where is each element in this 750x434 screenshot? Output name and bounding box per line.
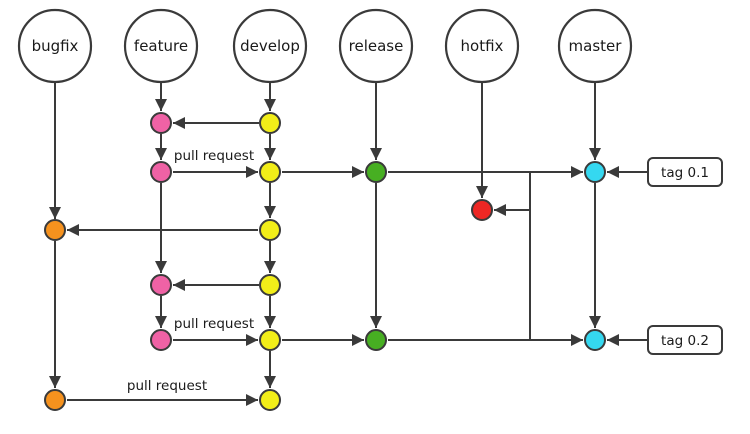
pull-request-label: pull request — [174, 316, 254, 332]
pull-request-label: pull request — [174, 148, 254, 164]
tag-box-rect — [647, 325, 723, 355]
branch-label: hotfix — [461, 37, 504, 55]
branch-circle — [557, 8, 633, 84]
commit-dot-bugfix — [44, 219, 66, 241]
branch-circle — [17, 8, 93, 84]
tag-label: tag 0.1 — [661, 165, 709, 181]
branch-node-bugfix: bugfix — [17, 8, 93, 84]
commit-dot-develop — [259, 219, 281, 241]
branch-circle — [123, 8, 199, 84]
commit-dot-develop — [259, 161, 281, 183]
branch-node-hotfix: hotfix — [444, 8, 520, 84]
branch-label: master — [569, 37, 623, 55]
commit-dot-master — [584, 329, 606, 351]
commit-dot-master — [584, 161, 606, 183]
commit-dot-develop — [259, 329, 281, 351]
commit-dot-feature — [150, 112, 172, 134]
commit-dot-develop — [259, 112, 281, 134]
branch-label: bugfix — [32, 37, 79, 55]
commit-dot-hotfix — [471, 199, 493, 221]
branch-circle — [444, 8, 520, 84]
branch-label: release — [349, 37, 404, 55]
commit-dot-feature — [150, 329, 172, 351]
commit-dot-develop — [259, 389, 281, 411]
tag-label: tag 0.2 — [661, 333, 709, 349]
branch-circle — [232, 8, 308, 84]
commit-dot-feature — [150, 161, 172, 183]
tag-box-rect — [647, 157, 723, 187]
commit-dot-release — [365, 161, 387, 183]
commit-dot-bugfix — [44, 389, 66, 411]
branch-node-master: master — [557, 8, 633, 84]
branch-node-release: release — [338, 8, 414, 84]
branch-circle — [338, 8, 414, 84]
tag-box-0-2: tag 0.2 — [647, 325, 723, 355]
commit-dot-develop — [259, 274, 281, 296]
commit-dot-release — [365, 329, 387, 351]
commit-dot-feature — [150, 274, 172, 296]
tag-box-0-1: tag 0.1 — [647, 157, 723, 187]
branch-node-feature: feature — [123, 8, 199, 84]
branch-label: develop — [240, 37, 300, 55]
pull-request-label: pull request — [127, 378, 207, 394]
branch-label: feature — [134, 37, 188, 55]
branch-node-develop: develop — [232, 8, 308, 84]
